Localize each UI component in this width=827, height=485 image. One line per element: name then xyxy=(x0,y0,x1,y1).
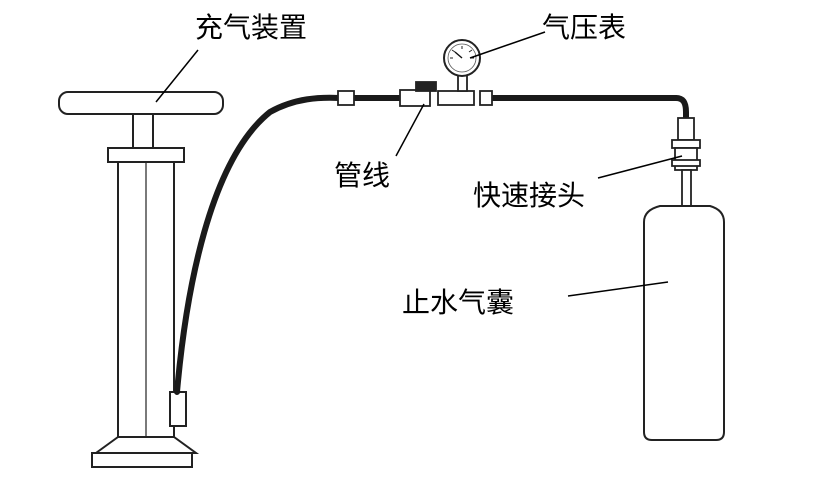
quick-coupling xyxy=(671,117,701,207)
tee-fitting xyxy=(437,90,475,106)
pump-hose-connector xyxy=(169,391,187,427)
valve-handle xyxy=(415,81,437,92)
label-pump: 充气装置 xyxy=(195,11,308,44)
leader-pump xyxy=(155,49,199,103)
label-gauge: 气压表 xyxy=(542,11,627,44)
coupling-ring-lower xyxy=(671,159,701,167)
hose-curve xyxy=(174,94,343,395)
label-water-stop-airbag: 止水气囊 xyxy=(402,286,515,319)
coupling-top xyxy=(677,117,695,141)
pump-base-flare xyxy=(92,436,200,454)
hose-corner xyxy=(673,95,689,121)
hose xyxy=(174,94,689,395)
pump-base-plate xyxy=(91,452,193,468)
pressure-gauge xyxy=(443,39,481,77)
water-stop-airbag xyxy=(643,205,725,441)
pump-cap xyxy=(107,147,185,163)
leader-coupling xyxy=(597,155,683,179)
inflation-pump xyxy=(58,91,224,468)
label-hose: 管线 xyxy=(334,159,391,192)
hose-fittings xyxy=(337,73,493,107)
gauge-needle xyxy=(454,51,463,59)
leader-gauge xyxy=(469,31,546,59)
airbag-body xyxy=(643,205,725,441)
hose-fitting-right xyxy=(479,90,493,106)
leader-hose xyxy=(395,103,425,157)
pump-handle xyxy=(58,91,224,115)
coupling-stem xyxy=(681,169,692,207)
coupling-ring xyxy=(671,139,701,149)
pump-shaft xyxy=(132,113,154,149)
gauge-inner-ring xyxy=(447,43,477,73)
valve-body xyxy=(399,89,431,107)
hose-fitting-left xyxy=(337,90,355,106)
label-quick-coupling: 快速接头 xyxy=(473,179,586,212)
leader-lines xyxy=(155,31,683,297)
leader-airbag xyxy=(567,281,669,297)
